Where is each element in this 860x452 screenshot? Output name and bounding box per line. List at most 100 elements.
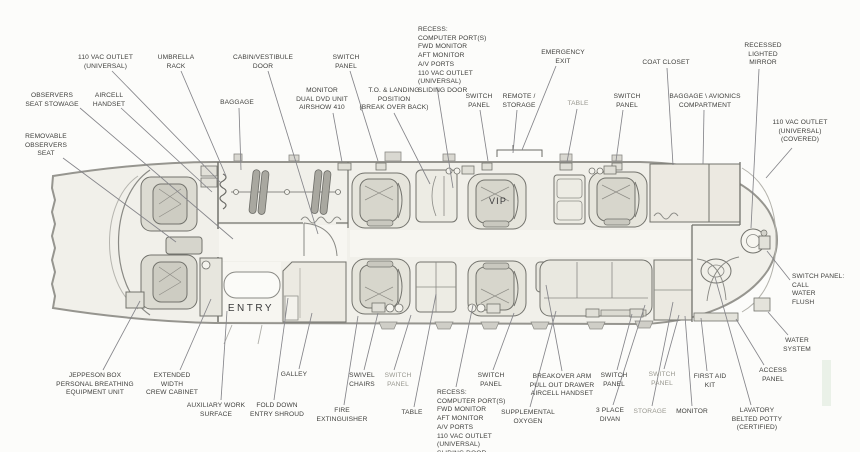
emergency-exit-marker [496, 145, 543, 157]
callout-3-place-divan: 3 PLACE DIVAN [596, 407, 624, 423]
callout-switch-panel-fwd-top: SWITCH PANEL [332, 54, 360, 70]
callout-swivel-chairs: SWIVEL CHAIRS [349, 372, 375, 388]
leader-line [332, 112, 343, 163]
fuselage-frame-feet [378, 320, 654, 330]
leader-line [766, 250, 791, 281]
leader-line [79, 107, 234, 240]
crew-cabinet [199, 257, 223, 317]
leader-line [615, 109, 624, 162]
leader-line [545, 284, 563, 372]
leader-line [479, 109, 489, 162]
leader-line [700, 317, 708, 372]
callout-to-landing-position: T.O. & LANDING POSITION (BREAK OVER BACK… [359, 87, 429, 112]
callout-galley: GALLEY [280, 371, 308, 378]
lavatory [691, 162, 771, 322]
belted-potty [700, 258, 732, 284]
callout-umbrella-rack: UMBRELLA RACK [157, 54, 195, 70]
fwd-recess-cabinet [415, 169, 458, 223]
leader-line [267, 70, 319, 235]
garment-bags-1 [248, 169, 270, 215]
callout-aux-work-surface: AUXILIARY WORK SURFACE [186, 402, 246, 418]
vestibule-walls [218, 162, 349, 228]
leader-line [102, 300, 141, 371]
pilot-seat-left [140, 176, 198, 232]
jeppeson-box [125, 291, 145, 309]
callout-supplemental-oxygen: SUPPLEMENTAL OXYGEN [501, 409, 555, 425]
callout-switch-panel-aft-bottom: SWITCH PANEL [648, 371, 676, 387]
leader-line [111, 70, 222, 184]
top-wall-consoles [337, 162, 623, 175]
vestibule-baggage-area [218, 162, 349, 257]
callout-fire-extinguisher: FIRE EXTINGUISHER [316, 407, 368, 423]
garment-bags-2 [310, 169, 332, 215]
airstair-lines [223, 324, 263, 345]
leader-line [180, 70, 227, 177]
callout-emergency-exit: EMERGENCY EXIT [541, 49, 585, 65]
callout-table-top: TABLE [567, 100, 589, 107]
leader-line [521, 65, 557, 151]
callout-remote-storage: REMOTE / STORAGE [502, 93, 536, 109]
bottom-table [415, 261, 457, 313]
leader-line [735, 318, 765, 366]
pilot-seat-right [140, 254, 198, 310]
leader-line [492, 312, 515, 371]
club-chair-aft-top [588, 171, 648, 228]
callout-breakover-arm: BREAKOVER ARM PULL OUT DRAWER AIRCELL HA… [529, 373, 595, 398]
removable-observer-seat [165, 236, 203, 255]
leader-line [566, 108, 578, 163]
leader-line [120, 107, 213, 193]
callout-110-vac-outlet-fwd: 110 VAC OUTLET (UNIVERSAL) [78, 54, 133, 70]
leader-line [363, 312, 379, 371]
callout-switch-panel-divan: SWITCH PANEL [600, 372, 628, 388]
callout-coat-closet: COAT CLOSET [642, 59, 690, 66]
leader-line [765, 147, 793, 179]
flush-switch [758, 235, 771, 250]
leader-line [767, 311, 789, 336]
callout-crew-cabinet: EXTENDED WIDTH CREW CABINET [146, 372, 198, 397]
callout-switch-panel-lavatory: SWITCH PANEL: CALL WATER FLUSH [792, 273, 845, 307]
callout-cabin-vestibule-door: CABIN/VESTIBULE DOOR [232, 54, 294, 70]
leader-line [616, 313, 633, 371]
leader-line [62, 157, 177, 243]
crew-cabinet-knob [201, 260, 211, 270]
callout-observers-seat-stowage: OBSERVERS SEAT STOWAGE [25, 92, 79, 108]
leader-lines [62, 65, 793, 408]
leader-line [238, 107, 242, 171]
callout-fold-down-shroud: FOLD DOWN ENTRY SHROUD [250, 402, 304, 418]
vestibule-door-arc [303, 222, 338, 257]
callout-monitor-dvd: MONITOR DUAL DVD UNIT AIRSHOW 410 [296, 87, 348, 112]
leader-line [512, 109, 518, 154]
galley-unit [282, 261, 347, 323]
callout-switch-panel-mid-top: SWITCH PANEL [465, 93, 493, 109]
entry-shroud [223, 271, 281, 299]
leader-line [612, 304, 646, 406]
entry-label: ENTRY [227, 303, 275, 314]
stowage-shelf-2 [200, 177, 218, 188]
leader-line [750, 68, 760, 229]
leader-line [393, 314, 412, 371]
callout-switch-panel-fwd-bottom: SWITCH PANEL [384, 372, 412, 388]
callout-switch-panel-aft-top: SWITCH PANEL [613, 93, 641, 109]
leader-line [273, 297, 289, 401]
leader-line [436, 86, 454, 189]
closet-hangers [653, 212, 679, 220]
lavatory-walls [691, 162, 741, 322]
scan-artifact [822, 360, 831, 406]
callout-storage: STORAGE [633, 408, 667, 415]
callout-jeppeson-box: JEPPESON BOX PERSONAL BREATHING EQUIPMEN… [56, 372, 134, 397]
callout-monitor: MONITOR [676, 408, 708, 415]
leader-line [684, 315, 693, 407]
leader-line [702, 109, 705, 165]
callout-table-bottom: TABLE [401, 409, 423, 416]
cockpit [109, 162, 219, 322]
callout-recess-bottom: RECESS: COMPUTER PORT(S) FWD MONITOR AFT… [437, 389, 506, 452]
aft-storage-cabinet [653, 259, 693, 321]
callout-baggage-avionics: BAGGAGE \ AVIONICS COMPARTMENT [669, 93, 741, 109]
callout-110-vac-outlet-aft: 110 VAC OUTLET (UNIVERSAL) (COVERED) [772, 119, 828, 144]
entry-area [199, 257, 281, 345]
leader-line [413, 293, 437, 408]
club-chair-fwd-top [351, 172, 411, 229]
access-panel-shape [693, 312, 739, 322]
